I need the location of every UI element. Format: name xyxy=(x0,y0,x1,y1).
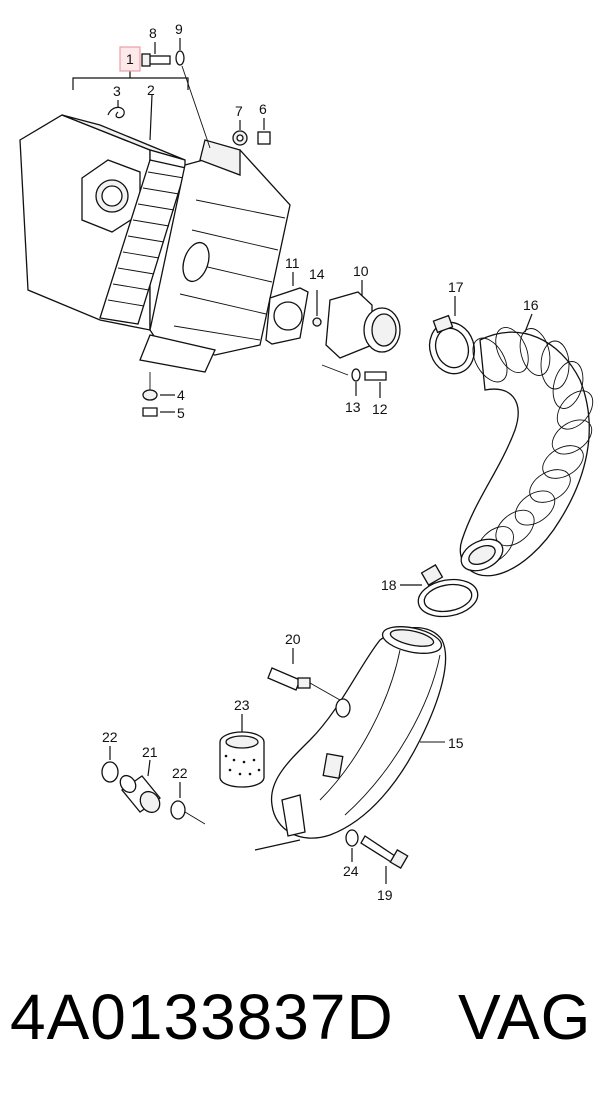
callout-9: 9 xyxy=(175,21,183,37)
callout-2: 2 xyxy=(147,82,155,98)
callout-10: 10 xyxy=(353,263,369,279)
callout-24: 24 xyxy=(343,863,359,879)
callout-3: 3 xyxy=(113,83,121,99)
callout-5: 5 xyxy=(177,405,185,421)
air-mass-meter-group xyxy=(265,272,401,398)
callout-12: 12 xyxy=(372,401,388,417)
intake-duct-group xyxy=(254,626,447,884)
callout-11: 11 xyxy=(285,255,300,271)
callout-14: 14 xyxy=(309,266,325,282)
callout-21: 21 xyxy=(142,744,158,760)
callout-16: 16 xyxy=(523,297,539,313)
callout-13: 13 xyxy=(345,399,361,415)
brand-name: VAG xyxy=(458,981,592,1053)
callout-8: 8 xyxy=(149,25,157,41)
callout-4: 4 xyxy=(177,387,185,403)
callout-23: 23 xyxy=(234,697,250,713)
hose-assembly xyxy=(400,296,594,618)
callout-20: 20 xyxy=(285,631,301,647)
callout-22b: 22 xyxy=(172,765,188,781)
callout-labels: 1 2 3 4 5 6 7 8 9 10 11 12 13 14 15 16 1… xyxy=(102,21,539,903)
callout-7: 7 xyxy=(235,103,243,119)
callout-15: 15 xyxy=(448,735,464,751)
callout-22a: 22 xyxy=(102,729,118,745)
callout-17: 17 xyxy=(448,279,464,295)
callout-1: 1 xyxy=(126,51,134,67)
small-parts-group xyxy=(101,714,265,825)
callout-6: 6 xyxy=(259,101,267,117)
air-filter-housing xyxy=(19,70,291,373)
callout-19: 19 xyxy=(377,887,393,903)
fasteners-upper xyxy=(141,38,271,417)
callout-18: 18 xyxy=(381,577,397,593)
parts-exploded-diagram: 1 2 3 4 5 6 7 8 9 10 11 12 13 14 15 16 1… xyxy=(19,21,594,903)
part-number: 4A0133837D xyxy=(10,981,394,1053)
highlight-box-part-1 xyxy=(119,46,141,72)
